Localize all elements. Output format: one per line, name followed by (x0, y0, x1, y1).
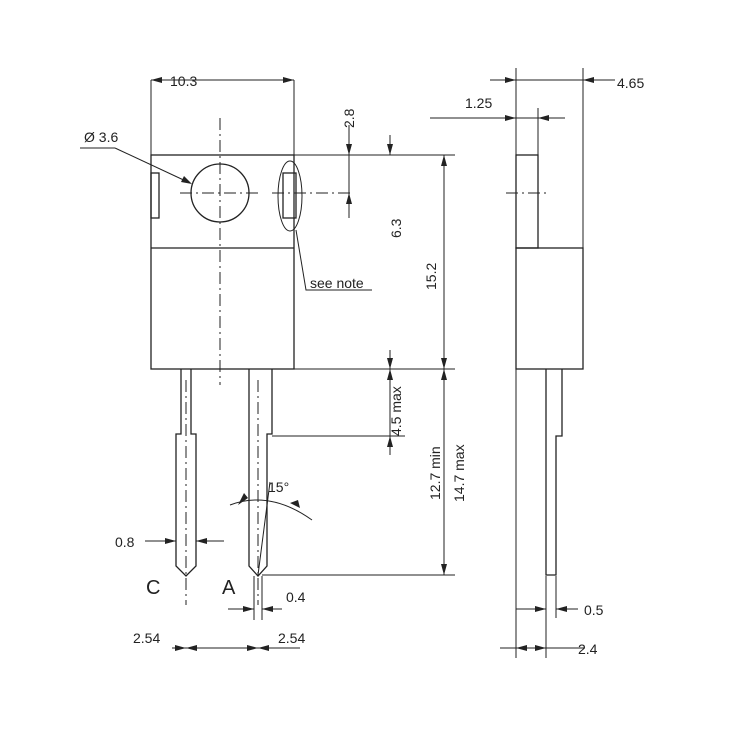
dim-side-lead-thickness: 0.5 (584, 602, 604, 618)
package-body (150, 154, 295, 370)
lead-anode (248, 369, 273, 577)
front-dimensions (80, 77, 455, 651)
lead-cathode (175, 369, 197, 577)
tab-slot (282, 172, 297, 219)
dim-lead-shoulder: 4.5 max (388, 386, 404, 436)
front-view (150, 118, 352, 605)
side-view (506, 154, 584, 576)
dim-lead-length-max: 14.7 max (451, 444, 467, 502)
dim-side-tab-thickness: 1.25 (465, 95, 492, 111)
tab-notch (150, 172, 160, 219)
cathode-label: C (146, 577, 160, 599)
dim-pitch-left: 2.54 (133, 630, 160, 646)
dim-lead-width: 0.8 (115, 534, 135, 550)
dim-side-total-thickness: 4.65 (617, 75, 644, 91)
dim-side-lead-offset: 2.4 (578, 641, 598, 657)
dim-lead-length-min: 12.7 min (427, 446, 443, 500)
side-lead (545, 369, 563, 576)
dim-tab-height: 6.3 (388, 218, 404, 238)
dim-hole-offset: 2.8 (341, 108, 357, 128)
anode-label: A (222, 577, 236, 599)
side-tab (515, 154, 539, 249)
dim-lead-angle: 15° (268, 479, 289, 495)
dim-pitch-right: 2.54 (278, 630, 305, 646)
note-ellipse (277, 160, 303, 232)
side-body (515, 247, 584, 370)
note-label: see note (310, 275, 364, 291)
note-leader (295, 229, 372, 291)
dim-hole-diameter: Ø 3.6 (84, 129, 118, 145)
dim-width-top: 10.3 (170, 73, 197, 89)
side-dimensions (430, 68, 615, 658)
dim-body-height: 15.2 (423, 263, 439, 290)
angle-arc (229, 499, 313, 521)
dim-lead-thickness-front: 0.4 (286, 589, 306, 605)
